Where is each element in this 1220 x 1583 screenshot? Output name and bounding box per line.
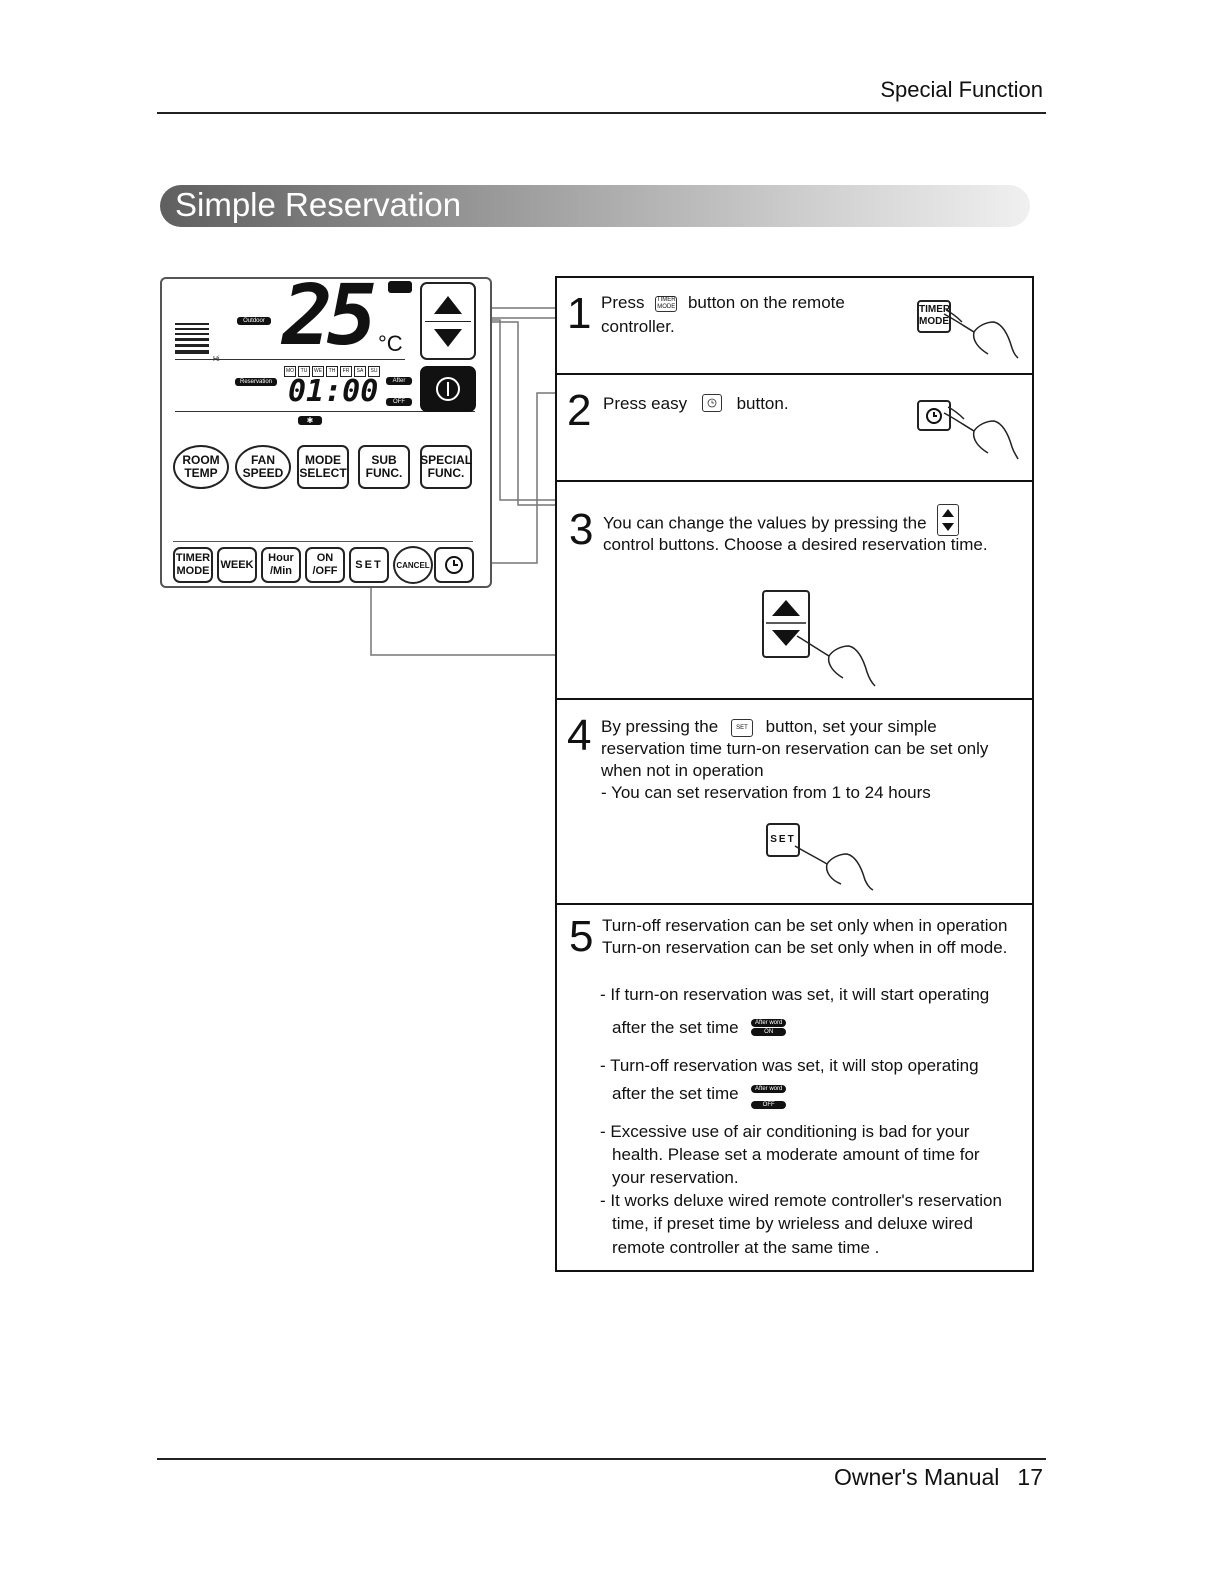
- step-number: 3: [569, 505, 594, 554]
- bullet-text: after the set time: [612, 1018, 739, 1037]
- bullet-text: remote controller at the same time .: [612, 1238, 880, 1257]
- set-icon: SET: [730, 718, 753, 737]
- down-arrow-icon: [434, 328, 462, 347]
- hand-pointer-icon: [794, 845, 874, 891]
- step-text: Press TIMER MODE button on the remote: [601, 293, 845, 312]
- cancel-button[interactable]: CANCEL: [393, 546, 433, 584]
- afterward-on-indicator: After word ON: [751, 1019, 787, 1036]
- step-number: 2: [567, 386, 592, 435]
- step-text: You can change the values by pressing th…: [603, 504, 960, 540]
- bullet-text: after the set time: [612, 1084, 739, 1103]
- fan-level-indicator: [175, 323, 209, 354]
- sub-func-button[interactable]: SUB FUNC.: [358, 445, 410, 489]
- section-title: Simple Reservation: [175, 186, 462, 223]
- step-number: 4: [567, 711, 592, 760]
- step-2: 2 Press easy button.: [557, 373, 1032, 482]
- page-footer: Owner's Manual 17: [834, 1464, 1043, 1491]
- step-text: controller.: [601, 317, 675, 336]
- step-number: 1: [567, 289, 592, 338]
- bullet-text: - Excessive use of air conditioning is b…: [600, 1122, 970, 1141]
- temperature-unit: °C: [378, 331, 403, 356]
- fan-speed-button[interactable]: FAN SPEED: [235, 445, 291, 489]
- timer-mode-icon: TIMER MODE: [655, 295, 678, 312]
- afterward-tag: After word: [386, 377, 412, 392]
- step-text: control buttons. Choose a desired reserv…: [603, 535, 988, 554]
- set-button[interactable]: SET: [349, 547, 389, 583]
- set-button-illustration: SET: [766, 823, 800, 857]
- reservation-time-tag: Reservation time: [235, 378, 277, 393]
- off-tag: OFF: [386, 398, 412, 406]
- power-button[interactable]: [420, 366, 476, 412]
- up-down-icon: [937, 504, 960, 536]
- outdoor-tag: Outdoor: [237, 317, 271, 325]
- bullet-text: health. Please set a moderate amount of …: [612, 1145, 980, 1164]
- step-1: 1 Press TIMER MODE button on the remote …: [557, 278, 1032, 375]
- footer-rule: [157, 1458, 1046, 1460]
- step-text: - You can set reservation from 1 to 24 h…: [601, 783, 931, 802]
- timer-mode-button[interactable]: TIMER MODE: [173, 547, 213, 583]
- time-display: 01:00: [288, 374, 379, 409]
- afterward-off-indicator: After word OFF: [751, 1085, 787, 1109]
- up-down-arrows-icon: [766, 600, 806, 646]
- room-temp-button[interactable]: ROOM TEMP: [173, 445, 229, 489]
- clock-icon: [445, 556, 463, 574]
- up-down-illustration: [762, 590, 810, 658]
- step-text: when not in operation: [601, 761, 764, 780]
- bullet-text: - Turn-off reservation was set, it will …: [600, 1056, 979, 1075]
- page-number: 17: [1017, 1464, 1043, 1490]
- step-text: Turn-off reservation can be set only whe…: [602, 916, 1008, 935]
- step-text: Press easy button.: [603, 393, 789, 413]
- bullet-text: your reservation.: [612, 1168, 739, 1187]
- bullet-text: - It works deluxe wired remote controlle…: [600, 1191, 1002, 1210]
- timer-mode-illustration: TIMER MODE: [917, 300, 951, 333]
- hand-pointer-icon: [943, 309, 1019, 359]
- steps-box: 1 Press TIMER MODE button on the remote …: [555, 276, 1034, 1272]
- on-off-button[interactable]: ON /OFF: [305, 547, 345, 583]
- header-rule: [157, 112, 1046, 114]
- step-5: 5 Turn-off reservation can be set only w…: [557, 903, 1032, 1270]
- week-button[interactable]: WEEK: [217, 547, 257, 583]
- power-icon: [436, 377, 460, 401]
- step-3: 3 You can change the values by pressing …: [557, 480, 1032, 700]
- bullet-text: time, if preset time by wrieless and del…: [612, 1214, 973, 1233]
- clock-icon: [701, 393, 722, 412]
- remote-controller-panel: Hi Outdoor 25 °C MO TU WE TH FR SA SU Re…: [160, 273, 492, 588]
- running-header: Special Function: [880, 77, 1043, 102]
- hand-pointer-icon: [943, 406, 1019, 460]
- set-temp-tag: [388, 281, 412, 293]
- step-4: 4 By pressing the SET button, set your s…: [557, 698, 1032, 905]
- easy-clock-button[interactable]: [434, 547, 474, 583]
- up-arrow-icon: [434, 295, 462, 314]
- step-text: reservation time turn-on reservation can…: [601, 739, 989, 758]
- step-number: 5: [569, 912, 594, 961]
- section-bar: [160, 185, 1030, 227]
- hour-min-button[interactable]: Hour /Min: [261, 547, 301, 583]
- step-text: Turn-on reservation can be set only when…: [602, 938, 1008, 957]
- mode-select-button[interactable]: MODE SELECT: [297, 445, 349, 489]
- special-func-button[interactable]: SPECIAL FUNC.: [420, 445, 472, 489]
- clock-icon: [926, 407, 942, 424]
- snowflake-icon: ✱: [298, 416, 322, 425]
- up-down-button[interactable]: [420, 282, 476, 360]
- hand-pointer-icon: [796, 635, 876, 687]
- footer-label: Owner's Manual: [833, 1464, 1000, 1490]
- temperature-display: 25: [282, 266, 377, 364]
- step-text: By pressing the SET button, set your sim…: [601, 717, 937, 737]
- bullet-text: - If turn-on reservation was set, it wil…: [600, 985, 990, 1004]
